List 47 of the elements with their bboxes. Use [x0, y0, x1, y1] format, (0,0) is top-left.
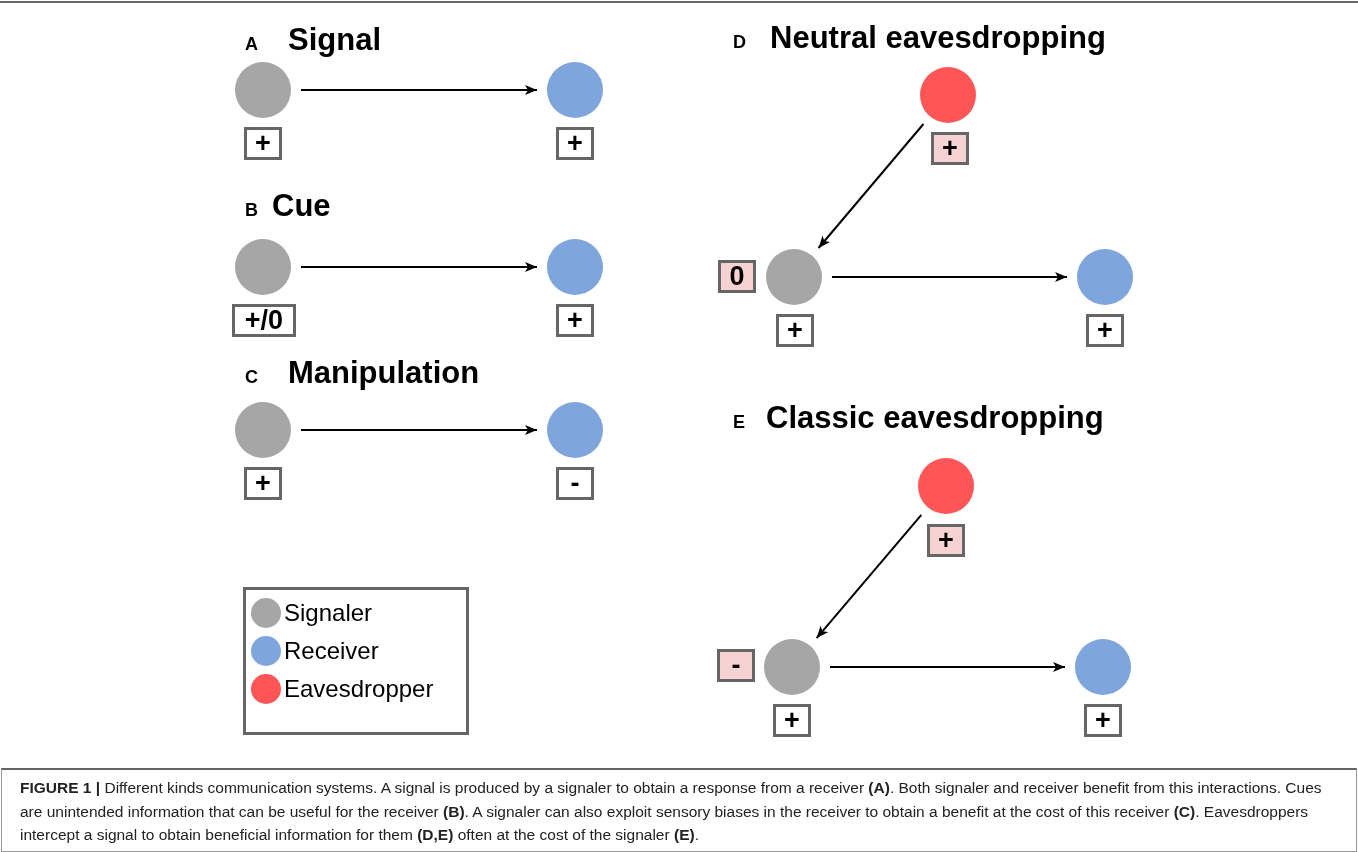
fitness-effect: + [556, 126, 594, 160]
fitness-effect: + [776, 313, 814, 347]
circle [235, 62, 291, 118]
panel-title: Cue [272, 190, 331, 221]
arrow [829, 662, 1066, 672]
arrow [817, 123, 925, 249]
legend-label: Receiver [284, 639, 379, 663]
fitness-effect-highlighted: + [931, 131, 969, 165]
circle [918, 458, 974, 514]
circle [547, 402, 603, 458]
fitness-effect-highlighted: + [927, 523, 965, 557]
fitness-effect: +/0 [232, 303, 296, 337]
arrow [300, 85, 538, 95]
fitness-effect: + [244, 466, 282, 500]
panel-letter: A [245, 35, 258, 53]
arrow [300, 425, 538, 435]
panel-title: Signal [288, 24, 381, 55]
circle [766, 249, 822, 305]
fitness-effect-highlighted: - [717, 648, 755, 682]
panel-letter: D [733, 33, 746, 51]
circle [1075, 639, 1131, 695]
fitness-effect: + [556, 303, 594, 337]
fitness-effect: + [773, 703, 811, 737]
arrow [831, 272, 1068, 282]
fitness-effect: + [244, 126, 282, 160]
circle [920, 67, 976, 123]
panel-letter: E [733, 413, 745, 431]
arrow [300, 262, 538, 272]
arrow [815, 513, 923, 640]
fitness-effect: + [1084, 703, 1122, 737]
circle [235, 402, 291, 458]
legend-label: Signaler [284, 601, 373, 625]
circle [235, 239, 291, 295]
fitness-effect: - [556, 466, 594, 500]
panel-title: Manipulation [288, 357, 480, 388]
circle [764, 639, 820, 695]
panel-title: Classic eavesdropping [766, 402, 1104, 433]
legend-label: Eavesdropper [284, 677, 434, 701]
fitness-effect: + [1086, 313, 1124, 347]
figure-caption: FIGURE 1 | Different kinds communication systems. A signal is produced by a signaler to obtain a response from a receiver (A). Both signaler and receiver benefit from this interactions. Cues are unintended information that can be useful for the receiver (B). A signaler can also exploit sensory biases in the receiver to obtain a benefit at the cost of this receiver (C). Eavesdroppers intercept a signal to obtain beneficial information for them (D,E) often at the cost of the signaler (E). [20, 778, 1323, 845]
circle [1077, 249, 1133, 305]
panel-letter: C [245, 368, 258, 386]
circle [547, 239, 603, 295]
circle [547, 62, 603, 118]
fitness-effect-highlighted: 0 [718, 259, 756, 293]
panel-title: Neutral eavesdropping [770, 22, 1106, 53]
panel-letter: B [245, 201, 258, 219]
